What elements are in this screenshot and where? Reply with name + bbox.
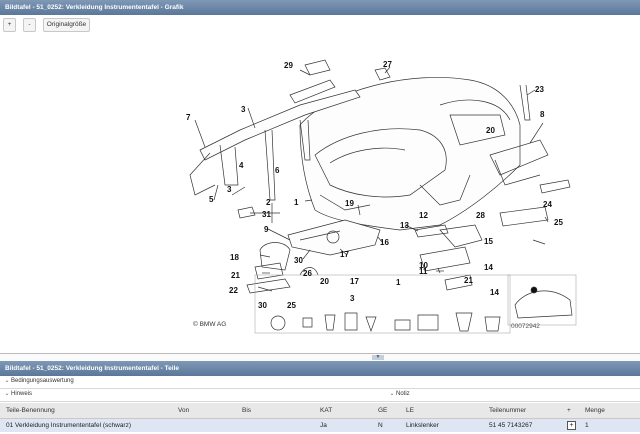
notes-row: ⌄Hinweis ⌄Notiz <box>0 390 640 402</box>
callout-number[interactable]: 14 <box>490 288 499 297</box>
note-toggle[interactable]: ⌄Notiz <box>388 390 410 397</box>
column-header[interactable]: Menge <box>579 403 640 419</box>
ge-cell: N <box>372 418 400 432</box>
quantity-cell: 1 <box>579 418 640 432</box>
callout-number[interactable]: 23 <box>535 85 544 94</box>
column-header[interactable]: Teilenummer <box>483 403 561 419</box>
callout-number[interactable]: 19 <box>345 199 354 208</box>
graphic-toolbar: + - Originalgröße <box>0 15 640 35</box>
callout-number[interactable]: 30 <box>294 256 303 265</box>
add-to-list-button[interactable]: + <box>567 420 576 430</box>
collapse-arrow-icon[interactable]: ▼ <box>372 355 384 360</box>
callout-number[interactable]: 8 <box>540 110 545 119</box>
zoom-in-button[interactable]: + <box>3 18 16 32</box>
callout-number[interactable]: 21 <box>231 271 240 280</box>
callout-number[interactable]: 31 <box>262 210 271 219</box>
from-cell <box>172 418 236 432</box>
callout-number[interactable]: 7 <box>186 113 191 122</box>
callout-number[interactable]: 17 <box>350 277 359 286</box>
copyright-notice: © BMW AG <box>193 321 227 328</box>
cat-cell: Ja <box>314 418 372 432</box>
callout-number[interactable]: 15 <box>484 237 493 246</box>
part-name-cell: 01 Verkleidung Instrumententafel (schwar… <box>0 418 172 432</box>
condition-evaluation-label: Bedingungsauswertung <box>11 378 74 384</box>
callout-number[interactable]: 3 <box>241 105 246 114</box>
callout-number[interactable]: 1 <box>294 198 299 207</box>
original-size-button[interactable]: Originalgröße <box>43 18 90 32</box>
callout-number[interactable]: 17 <box>340 250 349 259</box>
callout-number[interactable]: 5 <box>209 195 214 204</box>
le-cell: Linkslenker <box>400 418 483 432</box>
dashboard-exploded-view: 29 27 23 8 7 3 20 6 4 3 2 1 5 31 9 19 16… <box>186 59 577 334</box>
callout-number[interactable]: 22 <box>229 286 238 295</box>
column-header[interactable]: Teile-Benennung <box>0 403 172 419</box>
to-cell <box>236 418 314 432</box>
condition-evaluation-toggle[interactable]: ⌄Bedingungsauswertung <box>0 377 640 389</box>
callout-number[interactable]: 3 <box>227 185 232 194</box>
column-header[interactable]: Bis <box>236 403 314 419</box>
zoom-out-button[interactable]: - <box>23 18 36 32</box>
callout-number[interactable]: 20 <box>486 126 495 135</box>
chevron-down-icon: ⌄ <box>389 391 395 397</box>
callout-number[interactable]: 2 <box>266 198 271 207</box>
note-label: Notiz <box>396 391 410 397</box>
panel-splitter[interactable]: ▼ <box>0 353 640 361</box>
callout-number[interactable]: 27 <box>383 60 392 69</box>
chevron-down-icon: ⌄ <box>4 391 10 397</box>
callout-number[interactable]: 24 <box>543 200 552 209</box>
part-number-cell: 51 45 7143267 <box>483 418 561 432</box>
callout-number[interactable]: 28 <box>476 211 485 220</box>
callout-number[interactable]: 25 <box>554 218 563 227</box>
callout-number[interactable]: 20 <box>320 277 329 286</box>
callout-number[interactable]: 21 <box>464 276 473 285</box>
callout-number[interactable]: 1 <box>396 278 401 287</box>
column-header[interactable]: LE <box>400 403 483 419</box>
column-header[interactable]: Von <box>172 403 236 419</box>
callout-number[interactable]: 10 <box>419 261 428 270</box>
parts-diagram[interactable]: 29 27 23 8 7 3 20 6 4 3 2 1 5 31 9 19 16… <box>0 35 640 353</box>
callout-number[interactable]: 12 <box>419 211 428 220</box>
callout-number[interactable]: 25 <box>287 301 296 310</box>
callout-number[interactable]: 14 <box>484 263 493 272</box>
callout-number[interactable]: 11 <box>419 267 428 276</box>
hint-label: Hinweis <box>11 391 33 397</box>
column-header[interactable]: + <box>561 403 579 419</box>
add-to-list-cell: + <box>561 418 579 432</box>
callout-number[interactable]: 26 <box>303 269 312 278</box>
table-row[interactable]: 01 Verkleidung Instrumententafel (schwar… <box>0 418 640 432</box>
callout-number[interactable]: 30 <box>258 301 267 310</box>
table-header-row: Teile-Benennung Von Bis KAT GE LE Teilen… <box>0 403 640 419</box>
callout-number[interactable]: 4 <box>239 161 244 170</box>
column-header[interactable]: GE <box>372 403 400 419</box>
parts-panel-header: Bildtafel - 51_0252: Verkleidung Instrum… <box>0 361 640 376</box>
chevron-down-icon: ⌄ <box>4 378 10 384</box>
callout-number[interactable]: 16 <box>380 238 389 247</box>
parts-table: Teile-Benennung Von Bis KAT GE LE Teilen… <box>0 403 640 432</box>
callout-number[interactable]: 29 <box>284 61 293 70</box>
callout-number[interactable]: 6 <box>275 166 280 175</box>
callout-number[interactable]: 9 <box>264 225 269 234</box>
callout-number[interactable]: 18 <box>230 253 239 262</box>
image-number: 00072942 <box>511 323 540 330</box>
callout-number[interactable]: 3 <box>350 294 355 303</box>
graphic-panel-header: Bildtafel - 51_0252: Verkleidung Instrum… <box>0 0 640 15</box>
callout-number[interactable]: 13 <box>400 221 409 230</box>
hint-toggle[interactable]: ⌄Hinweis <box>3 390 32 397</box>
column-header[interactable]: KAT <box>314 403 372 419</box>
